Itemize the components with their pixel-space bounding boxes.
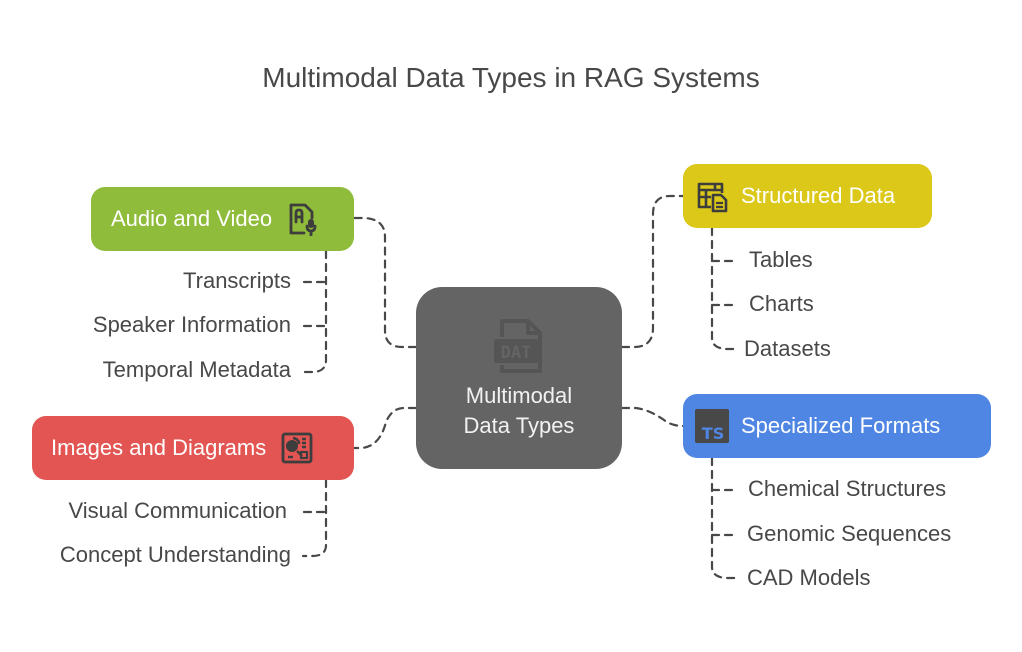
branch-specialized-formats-label: Specialized Formats <box>741 413 941 438</box>
diagram-title: Multimodal Data Types in RAG Systems <box>262 62 760 93</box>
center-label-line2: Data Types <box>463 413 575 438</box>
connector-center-audio <box>352 216 418 349</box>
branch-specialized-formats[interactable]: TS Specialized Formats <box>683 394 991 458</box>
audio-file-mic-icon <box>289 203 317 236</box>
connector-center-images <box>352 406 418 450</box>
branch-audio-video[interactable]: Audio and Video <box>91 187 354 251</box>
leaf-temporal-metadata: Temporal Metadata <box>102 357 291 382</box>
leaf-speaker-information: Speaker Information <box>92 312 291 337</box>
svg-text:TS: TS <box>702 424 724 443</box>
connector-structured-children <box>710 226 740 351</box>
ts-badge-icon: TS <box>695 409 729 443</box>
leaf-datasets: Datasets <box>744 336 831 361</box>
leaf-chemical-structures: Chemical Structures <box>748 476 947 501</box>
leaf-concept-understanding: Concept Understanding <box>59 542 291 567</box>
center-node[interactable]: DAT Multimodal Data Types <box>416 287 622 469</box>
connector-center-structured <box>620 194 685 349</box>
leaf-charts: Charts <box>749 291 814 316</box>
center-label-line1: Multimodal <box>465 383 573 408</box>
branch-images-diagrams-label: Images and Diagrams <box>51 435 267 460</box>
image-diagram-icon <box>281 432 313 464</box>
connector-images-children <box>301 478 328 558</box>
branch-structured-data[interactable]: Structured Data <box>683 164 932 228</box>
leaf-cad-models: CAD Models <box>747 565 871 590</box>
table-document-icon <box>697 182 728 213</box>
leaf-visual-communication: Visual Communication <box>68 498 287 523</box>
branch-structured-data-label: Structured Data <box>741 183 896 208</box>
svg-text:DAT: DAT <box>501 343 532 363</box>
branch-audio-video-label: Audio and Video <box>111 206 273 231</box>
leaf-tables: Tables <box>749 247 813 272</box>
leaf-transcripts: Transcripts <box>183 268 291 293</box>
connector-specialized-children <box>710 456 740 580</box>
branch-images-diagrams[interactable]: Images and Diagrams <box>32 416 354 480</box>
leaf-genomic-sequences: Genomic Sequences <box>747 521 952 546</box>
connector-center-specialized <box>620 406 685 428</box>
connector-audio-children <box>301 249 328 374</box>
dat-file-icon: DAT <box>494 319 542 373</box>
